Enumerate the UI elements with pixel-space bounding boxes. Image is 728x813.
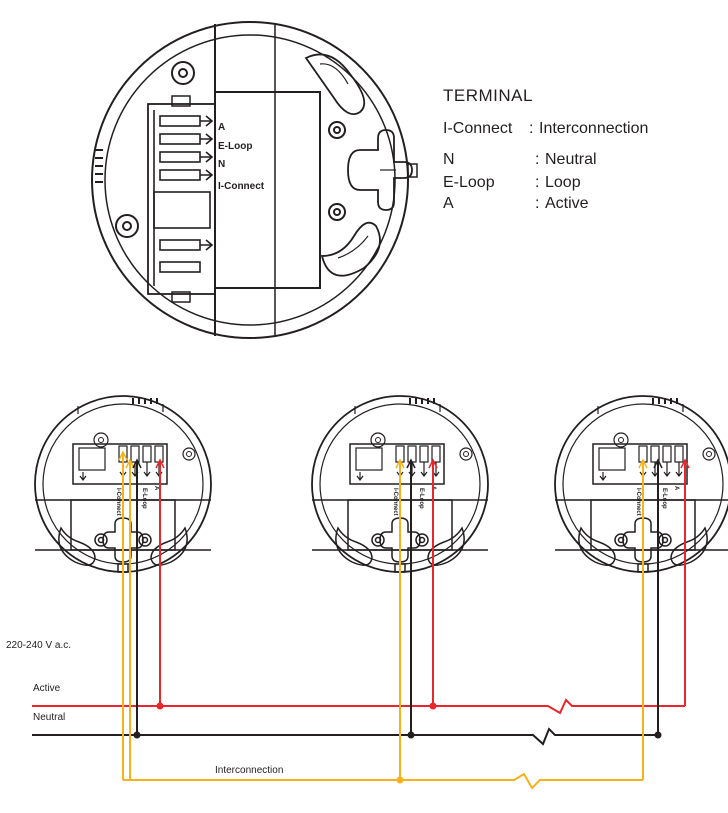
terminal-label-eloop: E-Loop	[218, 141, 252, 152]
interconnection-label: Interconnection	[215, 765, 284, 776]
active-wire	[32, 698, 685, 715]
neutral-label: Neutral	[33, 712, 66, 723]
neutral-wire	[32, 727, 658, 746]
terminal-label-a: A	[218, 122, 225, 133]
legend-code: I-Connect	[443, 120, 513, 137]
detector-3	[554, 395, 728, 573]
supply-voltage-label: 220-240 V a.c.	[6, 640, 72, 651]
legend-desc: Neutral	[545, 151, 597, 168]
legend-desc: Interconnection	[539, 120, 649, 137]
legend-sep: :	[535, 174, 540, 191]
legend-code: E-Loop	[443, 174, 495, 191]
detector-base-large	[91, 21, 418, 339]
interconnection-wire	[123, 772, 643, 790]
terminal-label-n: N	[218, 159, 225, 170]
legend-title: TERMINAL	[443, 86, 533, 105]
legend-sep: :	[535, 195, 540, 212]
legend-code: N	[443, 151, 455, 168]
terminal-label-iconnect: I-Connect	[218, 181, 265, 192]
legend-code: A	[443, 195, 454, 212]
legend-desc: Active	[545, 195, 589, 212]
legend-sep: :	[535, 151, 540, 168]
legend-desc: Loop	[545, 174, 581, 191]
active-label: Active	[33, 683, 61, 694]
legend-sep: :	[529, 120, 534, 137]
